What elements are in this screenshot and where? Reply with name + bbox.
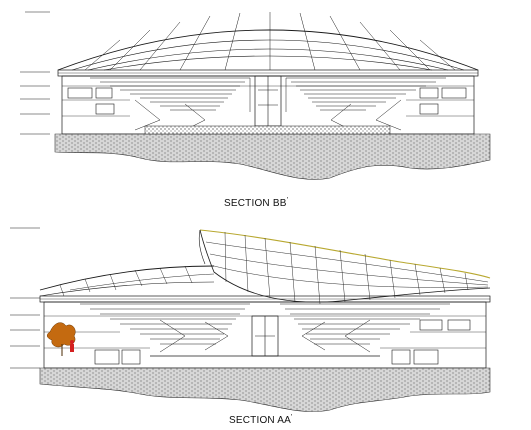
- section-aa-caption: SECTION AA': [229, 414, 293, 426]
- seating-tiers-right-aa: [280, 303, 450, 353]
- arena-floor-bb: [144, 125, 391, 135]
- ground-hatch-aa: [39, 367, 491, 412]
- sail-roof-grid-aa: [205, 231, 489, 305]
- roof-ribs-bb: [84, 12, 456, 71]
- section-aa-drawing: [10, 227, 491, 412]
- dome-roof-bb: [57, 29, 479, 71]
- sail-roof-shell-aa: [199, 229, 491, 279]
- level-markers-aa: [10, 227, 40, 369]
- building-envelope-aa: [43, 301, 487, 369]
- section-aa-prime: ': [291, 414, 293, 421]
- seating-tiers-right-bb: [285, 77, 446, 131]
- section-aa-label: SECTION AA: [229, 415, 292, 426]
- section-bb-prime: ': [286, 197, 289, 204]
- section-bb-drawing: [20, 11, 491, 180]
- section-bb-label: SECTION BB: [224, 198, 287, 209]
- level-markers-bb: [20, 11, 50, 135]
- ground-hatch-bb: [54, 133, 491, 180]
- seating-tiers-left-bb: [90, 77, 251, 131]
- section-bb-caption: SECTION BB': [224, 197, 288, 209]
- person-figure-icon: [70, 340, 74, 352]
- seating-tiers-left-aa: [80, 303, 250, 353]
- lower-roof-wing-aa: [39, 265, 215, 291]
